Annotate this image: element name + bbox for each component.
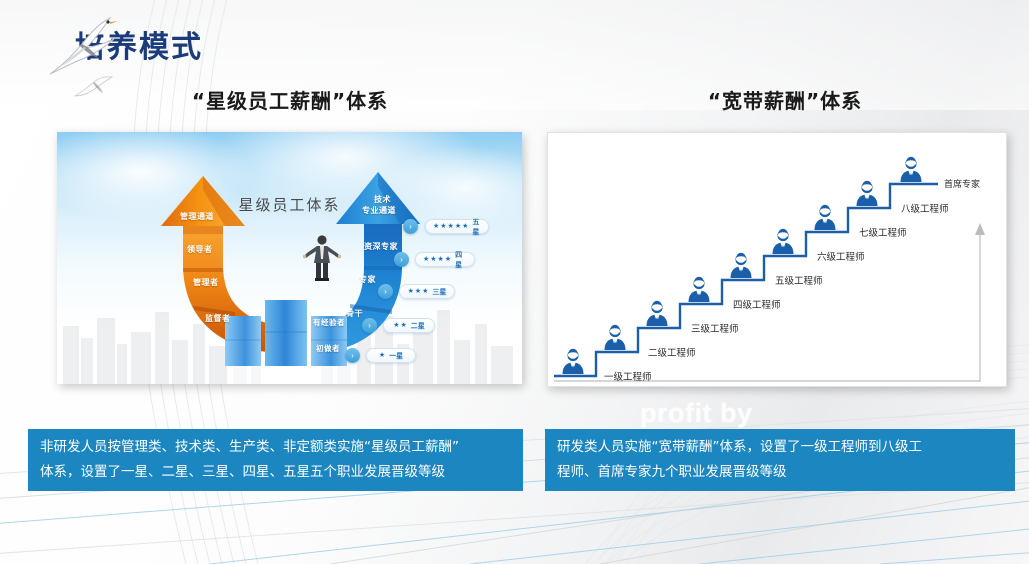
technical-channel-label-line2: 专业通道 xyxy=(362,206,396,215)
star-badge-2-stars: ★★ xyxy=(393,322,408,329)
star-badge-4-stars: ★★★★ xyxy=(423,256,453,263)
badge-chevron-1: › xyxy=(345,348,360,363)
broadband-pay-staircase-image: 一级工程师 二级工程师 三级工程师 四级工程师 五级工程师 六级工程师 七级工程… xyxy=(547,132,1007,387)
right-caption-line-1: 研发类人员实施“宽带薪酬”体系，设置了一级工程师到八级工 xyxy=(557,439,922,455)
standing-person-illustration xyxy=(303,235,341,281)
technical-level-3: 骨干 xyxy=(346,309,363,318)
star-badge-5-stars: ★★★★★ xyxy=(433,223,470,230)
star-badge-1-label: 一星 xyxy=(389,352,404,360)
step-label-1: 一级工程师 xyxy=(604,372,652,383)
step-label-8: 八级工程师 xyxy=(901,204,949,215)
left-caption-box: 非研发人员按管理类、技术类、生产类、非定额类实施“星级员工薪酬” 体系，设置了一… xyxy=(28,429,523,491)
step-label-2: 二级工程师 xyxy=(648,348,696,359)
seagull-small-icon xyxy=(73,76,114,97)
step-label-9: 首席专家 xyxy=(944,180,981,190)
badge-chevron-3: › xyxy=(378,284,393,299)
podium-label-beginner: 初做者 xyxy=(316,344,340,353)
step-label-4: 四级工程师 xyxy=(733,300,781,311)
management-level-2: 管理者 xyxy=(193,278,219,287)
slide-title-block: 培养模式 xyxy=(0,0,460,120)
step-label-3: 三级工程师 xyxy=(691,324,739,335)
star-badge-2: ★★ 二星 xyxy=(383,318,435,333)
star-badge-5: ★★★★★ 五星 xyxy=(425,218,489,236)
technical-channel-label-line1: 技术 xyxy=(374,195,391,204)
star-employee-system-image: 星级员工体系 管理通道 领导者 管理者 监督者 xyxy=(57,132,522,384)
star-badge-1-stars: ★ xyxy=(378,352,387,359)
management-channel-label: 管理通道 xyxy=(180,212,214,221)
staircase-graphic xyxy=(554,156,985,382)
management-level-3: 监督者 xyxy=(205,314,231,323)
management-level-1: 领导者 xyxy=(187,245,213,254)
badge-chevron-2: › xyxy=(362,318,377,333)
star-badge-4-label: 四星 xyxy=(455,251,463,269)
right-caption-box: 研发类人员实施“宽带薪酬”体系，设置了一级工程师到八级工 程师、首席专家九个职业… xyxy=(545,429,1015,491)
podium-label-experienced: 有经验者 xyxy=(313,318,345,327)
star-badge-3: ★★★ 三星 xyxy=(399,284,455,299)
right-column-heading: “宽带薪酬”体系 xyxy=(707,89,863,113)
right-caption-line-2: 程师、首席专家九个职业发展晋级等级 xyxy=(557,464,787,480)
step-label-5: 五级工程师 xyxy=(775,276,823,287)
star-badge-2-label: 二星 xyxy=(410,322,425,330)
left-column-heading: “星级员工薪酬”体系 xyxy=(191,89,389,113)
step-label-6: 六级工程师 xyxy=(817,252,865,263)
star-badge-5-label: 五星 xyxy=(472,218,480,236)
left-caption-line-2: 体系，设置了一星、二星、三星、四星、五星五个职业发展晋级等级 xyxy=(40,464,445,480)
star-badge-3-stars: ★★★ xyxy=(407,288,430,295)
star-badge-3-label: 三星 xyxy=(432,288,447,296)
seagull-large-icon xyxy=(49,16,118,75)
technical-channel-arrow xyxy=(312,172,420,352)
badge-chevron-4: › xyxy=(394,252,409,267)
star-badge-1: ★ 一星 xyxy=(366,348,416,363)
technical-level-1: 资深专家 xyxy=(364,242,398,251)
diagram-center-label: 星级员工体系 xyxy=(238,196,341,214)
left-caption-line-1: 非研发人员按管理类、技术类、生产类、非定额类实施“星级员工薪酬” xyxy=(40,439,459,455)
background-watermark: profit by xyxy=(640,398,753,428)
step-label-7: 七级工程师 xyxy=(859,228,907,239)
staircase-canvas: 一级工程师 二级工程师 三级工程师 四级工程师 五级工程师 六级工程师 七级工程… xyxy=(548,133,1006,386)
background-top-band xyxy=(0,0,1029,110)
badge-chevron-5: › xyxy=(403,219,418,234)
star-badge-4: ★★★★ 四星 xyxy=(415,251,475,269)
podium-blocks xyxy=(225,300,347,366)
technical-level-2: 专家 xyxy=(359,275,376,284)
city-skyline-icon xyxy=(63,310,513,384)
